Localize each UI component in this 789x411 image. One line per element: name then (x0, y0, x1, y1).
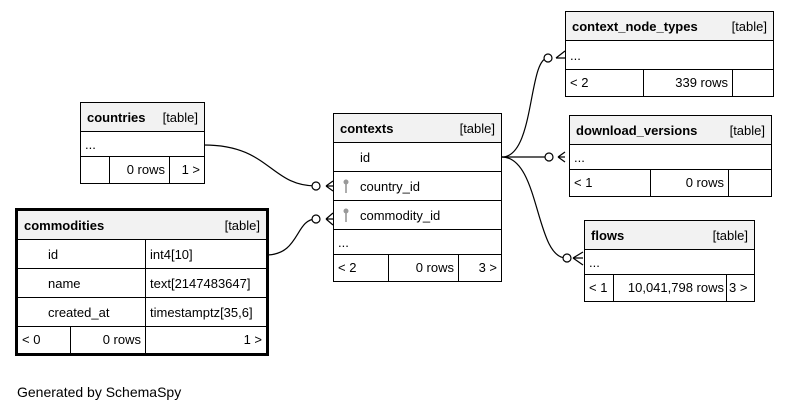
table-kind: [table] (162, 110, 198, 125)
generated-by-caption: Generated by SchemaSpy (17, 384, 182, 400)
table-countries[interactable]: countries [table] ... 0 rows 1 > (80, 102, 205, 184)
ellipsis: ... (574, 150, 585, 165)
column-row: id (334, 143, 501, 172)
crow-foot-icon (572, 251, 584, 266)
table-name: download_versions (576, 123, 698, 138)
column-type: int4[10] (145, 240, 266, 268)
table-footer: 0 rows 1 > (81, 157, 204, 183)
table-footer: < 1 0 rows (570, 170, 771, 196)
row-count: 339 rows (643, 70, 732, 96)
prev-count: < 2 (338, 260, 357, 275)
edge-contexts-flows (501, 156, 567, 259)
prev-count: < 1 (589, 280, 608, 295)
table-name: countries (87, 110, 146, 125)
ellipsis-row: ... (566, 41, 773, 70)
table-footer: < 0 0 rows 1 > (18, 327, 266, 353)
optional-circle-icon (311, 181, 321, 191)
column-type: timestamptz[35,6] (145, 298, 266, 326)
key-icon (343, 208, 349, 222)
column-name: country_id (360, 179, 420, 194)
column-name: created_at (48, 305, 110, 320)
table-footer: < 2 339 rows (566, 70, 773, 96)
ellipsis-row: ... (570, 145, 771, 170)
column-type: text[2147483647] (145, 269, 266, 297)
optional-circle-icon (311, 214, 321, 224)
next-count: 3 > (726, 275, 754, 301)
next-count: 3 > (458, 255, 501, 281)
optional-circle-icon (544, 152, 554, 162)
column-row: name text[2147483647] (18, 269, 266, 298)
optional-circle-icon (543, 53, 553, 63)
column-name: name (48, 276, 81, 291)
table-name: contexts (340, 121, 394, 136)
table-header: commodities [table] (18, 211, 266, 240)
crow-foot-icon (325, 180, 334, 192)
table-context-node-types[interactable]: context_node_types [table] ... < 2 339 r… (565, 11, 774, 97)
table-header: download_versions [table] (570, 116, 771, 145)
table-contexts[interactable]: contexts [table] id country_id commodity… (333, 113, 502, 282)
table-header: flows [table] (585, 221, 754, 250)
row-count: 0 rows (70, 327, 145, 353)
column-row: country_id (334, 172, 501, 201)
table-header: context_node_types [table] (566, 12, 773, 41)
key-icon (343, 179, 349, 193)
ellipsis: ... (570, 48, 581, 63)
prev-count (81, 157, 109, 183)
table-kind: [table] (729, 123, 765, 138)
table-header: countries [table] (81, 103, 204, 132)
column-row: id int4[10] (18, 240, 266, 269)
prev-count: < 1 (574, 175, 593, 190)
table-kind: [table] (459, 121, 495, 136)
crow-foot-icon (325, 212, 334, 226)
table-kind: [table] (712, 228, 748, 243)
column-name: commodity_id (360, 208, 441, 223)
column-name: id (360, 150, 371, 165)
crow-foot-icon (557, 151, 566, 163)
table-flows[interactable]: flows [table] ... < 1 10,041,798 rows 3 … (584, 220, 755, 302)
table-download-versions[interactable]: download_versions [table] ... < 1 0 rows (569, 115, 772, 197)
row-count: 0 rows (388, 255, 458, 281)
table-footer: < 2 0 rows 3 > (334, 255, 501, 281)
table-name: flows (591, 228, 625, 243)
ellipsis-row: ... (585, 250, 754, 275)
row-count: 10,041,798 rows (613, 275, 726, 301)
table-name: context_node_types (572, 19, 698, 34)
ellipsis: ... (85, 137, 96, 152)
column-row: created_at timestamptz[35,6] (18, 298, 266, 327)
ellipsis-row: ... (334, 230, 501, 255)
optional-circle-icon (562, 253, 572, 263)
next-count: 1 > (169, 157, 204, 183)
ellipsis: ... (338, 235, 349, 250)
edge-contexts-context-node-types (501, 57, 549, 158)
table-kind: [table] (224, 218, 260, 233)
next-count: 1 > (145, 327, 266, 353)
next-count (732, 70, 774, 96)
table-name: commodities (24, 218, 105, 233)
table-commodities[interactable]: commodities [table] id int4[10] name tex… (15, 208, 269, 356)
edge-commodities-contexts (265, 218, 317, 256)
column-name: id (48, 247, 59, 262)
table-footer: < 1 10,041,798 rows 3 > (585, 275, 754, 301)
ellipsis: ... (589, 255, 600, 270)
prev-count: < 0 (22, 332, 41, 347)
next-count (728, 170, 771, 196)
edge-countries-contexts (203, 144, 317, 187)
row-count: 0 rows (650, 170, 728, 196)
column-row: commodity_id (334, 201, 501, 230)
row-count: 0 rows (109, 157, 169, 183)
table-kind: [table] (731, 19, 767, 34)
prev-count: < 2 (570, 75, 589, 90)
crow-foot-icon (555, 50, 566, 59)
ellipsis-row: ... (81, 132, 204, 157)
table-header: contexts [table] (334, 114, 501, 143)
